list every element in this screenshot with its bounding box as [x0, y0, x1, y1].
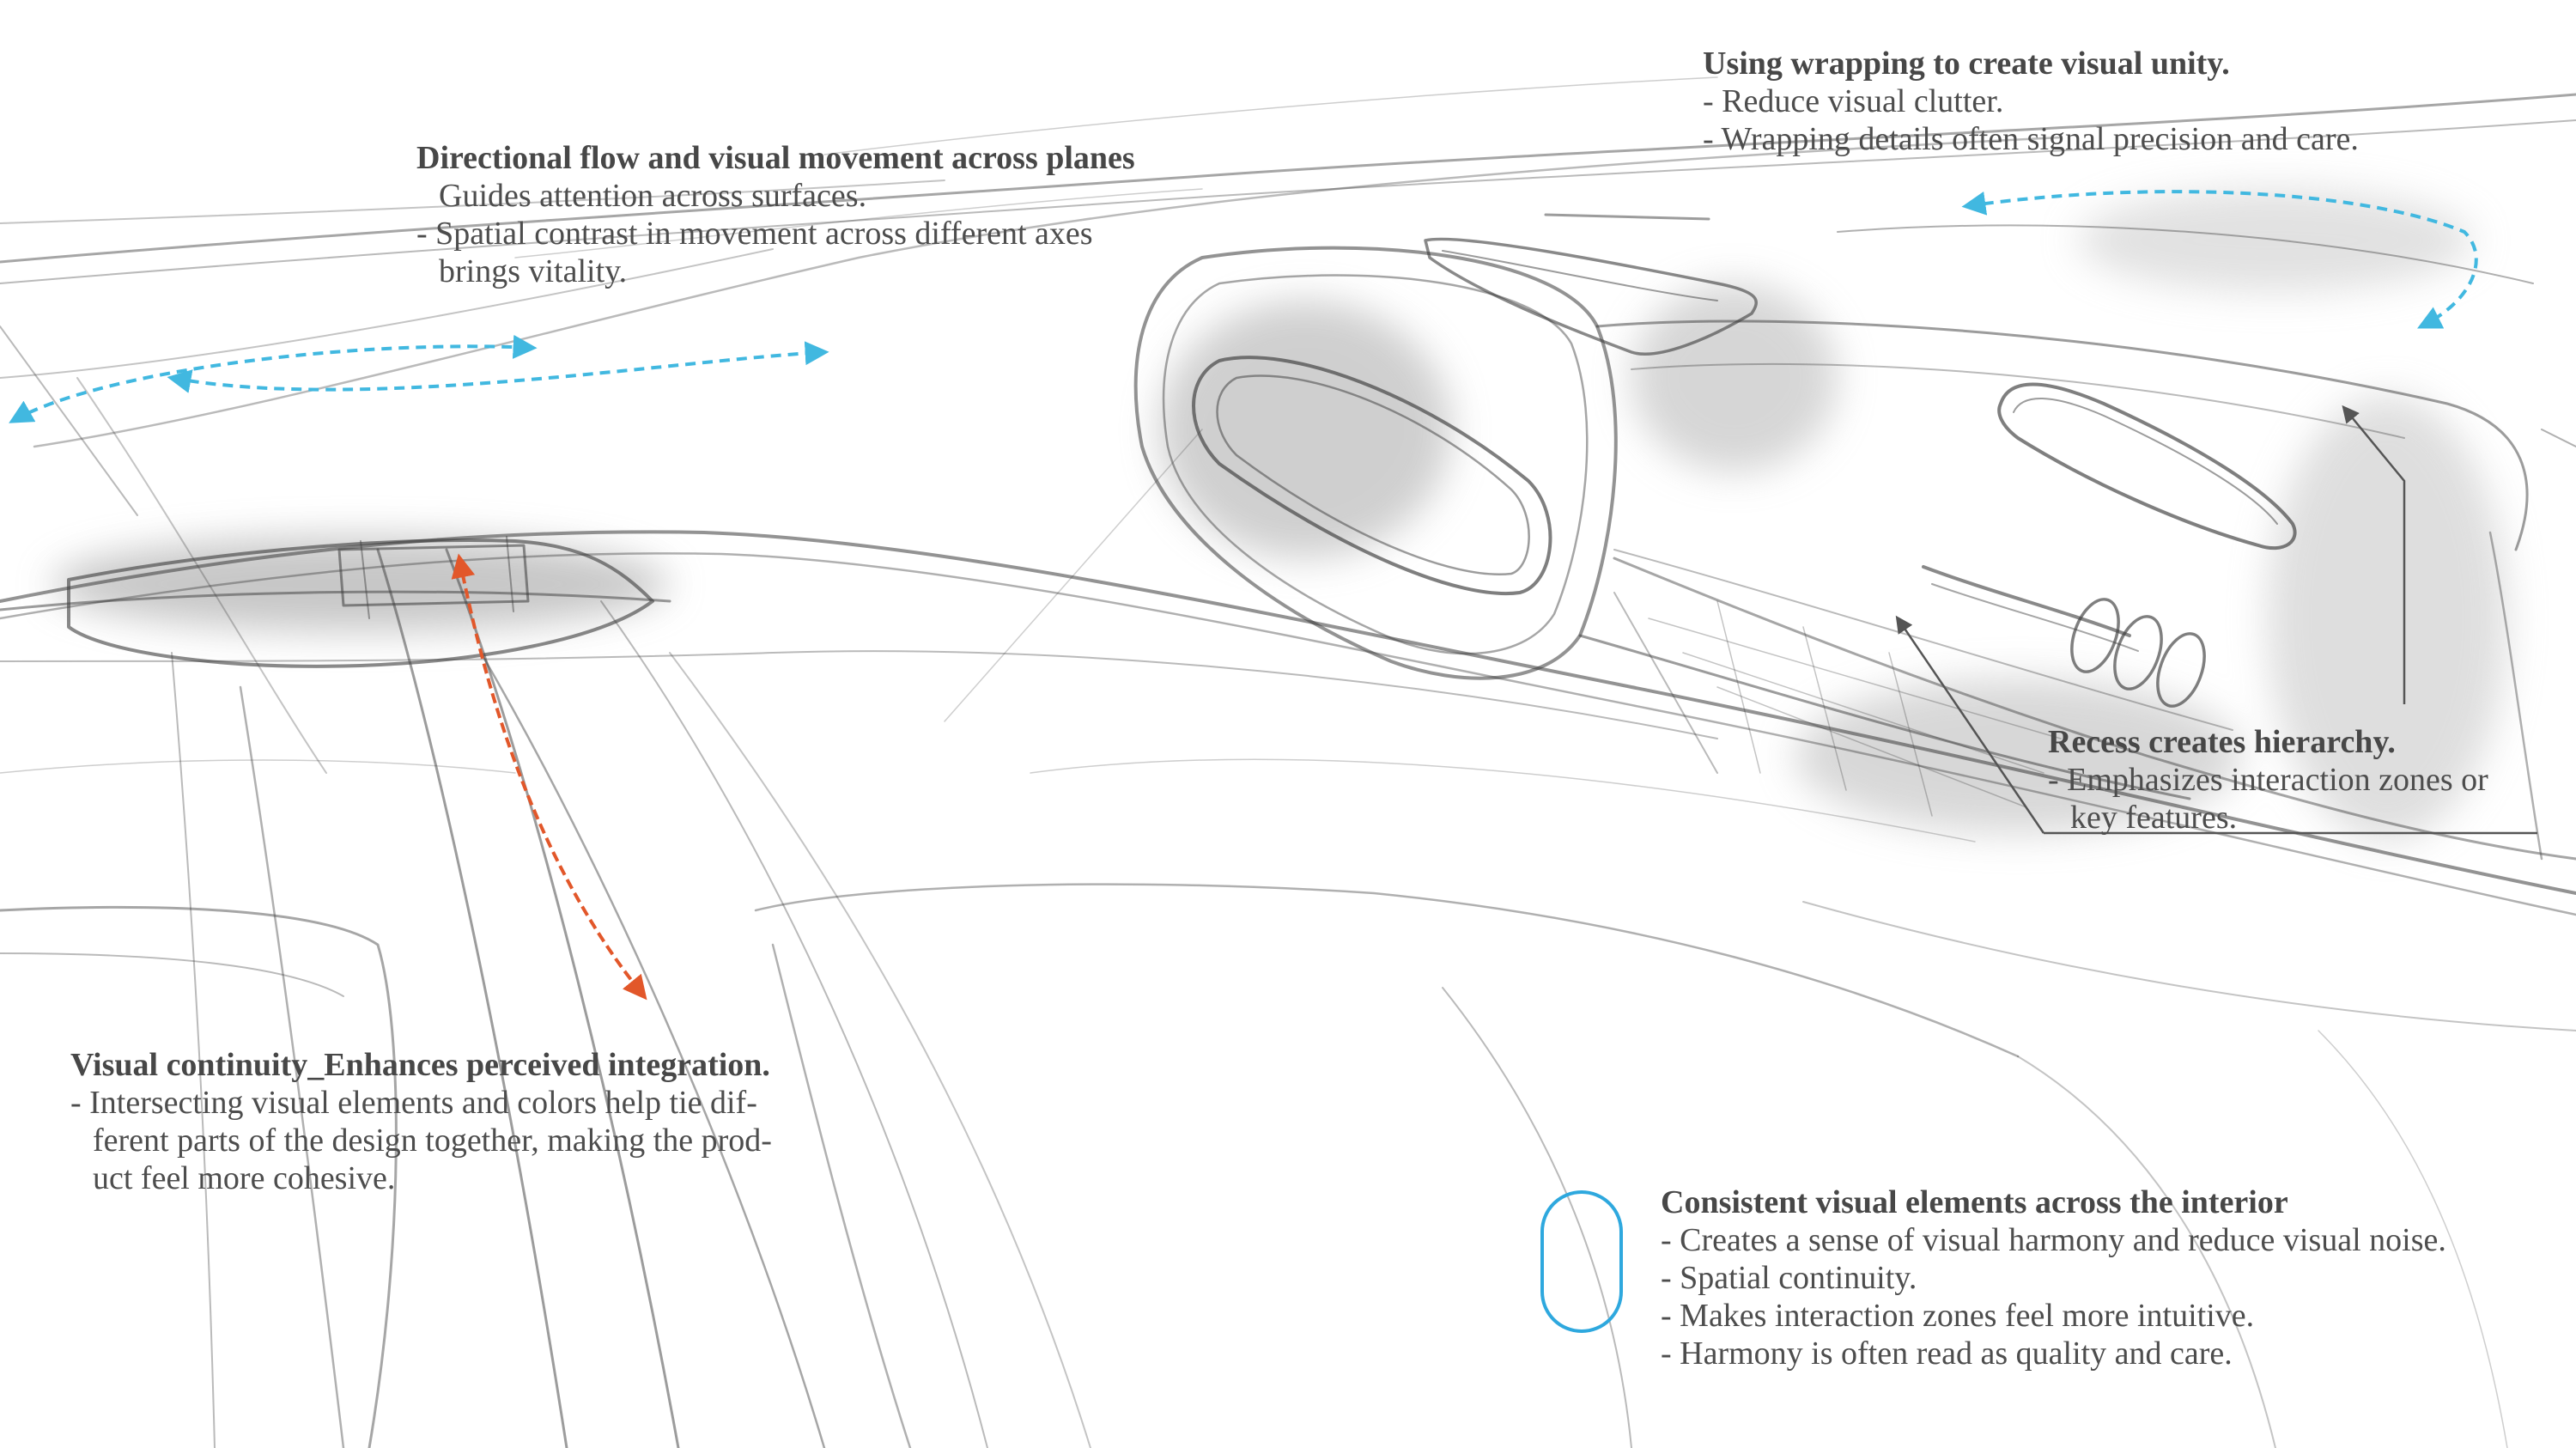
note-wrap-line-1: - Reduce visual clutter.	[1703, 83, 2004, 119]
wrap-arrow	[1961, 190, 2478, 329]
note-flow-line-2: - Spatial contrast in movement across di…	[416, 216, 1093, 252]
note-recess-line-2: key features.	[2070, 800, 2238, 836]
note-flow-title: Directional flow and visual movement acr…	[416, 140, 1135, 176]
note-flow-line-3: brings vitality.	[439, 253, 628, 289]
note-consistent-line-1: - Creates a sense of visual harmony and …	[1661, 1222, 2446, 1258]
note-wrap-title: Using wrapping to create visual unity.	[1703, 46, 2230, 82]
note-continuity-title: Visual continuity_Enhances perceived int…	[70, 1047, 770, 1083]
note-wrap-line-2: - Wrapping details often signal precisio…	[1703, 121, 2359, 157]
consistent-pill-symbol	[1540, 1190, 1623, 1333]
note-wrapping: Using wrapping to create visual unity. -…	[1703, 45, 2359, 158]
note-consistent-line-4: - Harmony is often read as quality and c…	[1661, 1335, 2233, 1372]
recess-leaders	[1895, 405, 2537, 835]
note-consistent-elements: Consistent visual elements across the in…	[1661, 1183, 2446, 1372]
note-flow-line-1: Guides attention across surfaces.	[439, 178, 867, 214]
note-recess: Recess creates hierarchy. - Emphasizes i…	[2048, 723, 2488, 837]
note-recess-line-1: - Emphasizes interaction zones or	[2048, 762, 2488, 798]
note-directional-flow: Directional flow and visual movement acr…	[416, 139, 1135, 290]
continuity-arrow	[451, 553, 647, 1001]
note-continuity-line-2: ferent parts of the design together, mak…	[93, 1123, 772, 1159]
note-recess-title: Recess creates hierarchy.	[2048, 724, 2396, 760]
flow-arrows	[9, 190, 2478, 1001]
note-consistent-title: Consistent visual elements across the in…	[1661, 1184, 2288, 1220]
sketch-lines	[0, 76, 2576, 1448]
flow-arrow-middle	[167, 341, 829, 393]
note-continuity-line-1: - Intersecting visual elements and color…	[70, 1085, 757, 1121]
note-consistent-line-2: - Spatial continuity.	[1661, 1260, 1917, 1296]
note-consistent-line-3: - Makes interaction zones feel more intu…	[1661, 1298, 2255, 1334]
note-continuity-line-3: uct feel more cohesive.	[93, 1160, 396, 1196]
note-visual-continuity: Visual continuity_Enhances perceived int…	[70, 1046, 772, 1197]
